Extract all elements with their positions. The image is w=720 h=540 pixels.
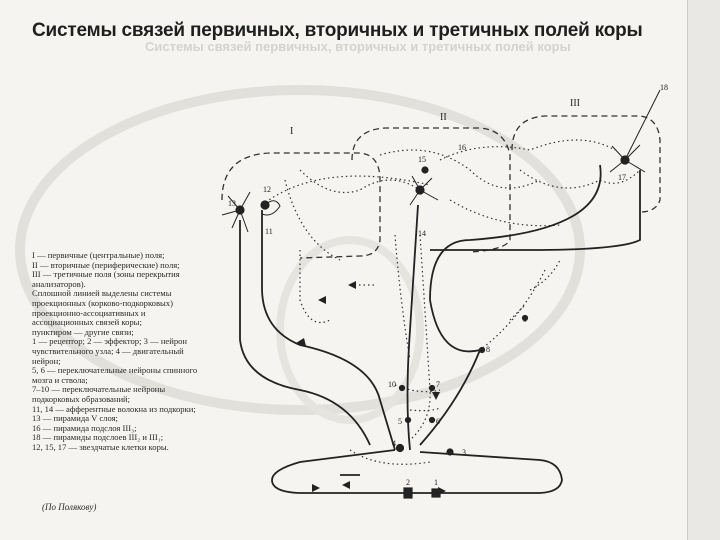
legend-line: 7–10 — переключательные нейроны [32,384,166,395]
legend-line: чувствительного узла; 4 — двигательный [32,345,184,356]
label-17: 17 [618,173,626,182]
dotted-link-I-II [261,175,431,206]
projection-path-II [406,204,419,451]
source-citation: (По Полякову) [42,502,97,512]
label-16: 16 [458,143,466,152]
legend-line: 13 — пирамида V слоя; [32,413,118,424]
label-1: 1 [434,478,438,487]
label-11: 11 [265,227,273,236]
legend-line: 12, 15, 17 — звездчатые клетки коры. [32,441,169,452]
legend-line: III — третичные поля (зоны перекрытия [32,269,180,280]
label-3: 3 [462,448,466,457]
label-10: 10 [388,380,396,389]
legend-line: подкорковых образований; [32,393,131,404]
legend-line: 18 — пирамиды подслоев III₂ и III₁; [32,432,164,443]
legend-line: I — первичные (центральные) поля; [32,250,165,260]
cell-5 [404,416,412,424]
legend-line: проекционных (корково-подкорковых) [32,297,173,308]
legend-line: 5, 6 — переключательные нейроны спинного [32,365,198,376]
legend-line: 1 — рецептор; 2 — эффектор; 3 — нейрон [32,336,188,347]
cell-9 [521,314,529,322]
dotted-descending-path [409,234,431,441]
cell-6 [428,416,436,424]
legend-line: анализаторов). [32,278,86,289]
label-14: 14 [418,229,426,238]
legend-line: пунктиром — другие связи; [32,326,134,337]
effector-2 [403,487,413,499]
zone-label-II: II [440,112,447,123]
cell-10 [398,384,406,392]
projection-path-I [261,210,396,451]
zone-label-III: III [570,98,580,109]
cell-3 [446,448,454,456]
zone-label-I: I [290,126,293,137]
label-9: 9 [523,315,527,324]
cell-8 [478,346,486,354]
label-8: 8 [486,345,490,354]
page-edge [687,0,720,540]
legend-line: проекционно-ассоциативных и [32,307,146,318]
label-4: 4 [392,439,396,448]
reflex-loop [271,449,563,494]
legend-line: нейрон; [32,355,61,366]
cell-16 [421,166,429,174]
field-III-outline [511,115,661,213]
field-II-outline [351,127,511,253]
legend-line: Сплошной линией выделены системы [32,288,172,299]
label-7: 7 [436,380,440,389]
label-2: 2 [406,478,410,487]
receptor-1 [431,488,441,498]
field-I-outline [221,152,381,259]
legend-line: 16 — пирамида подслоя III₃; [32,422,137,433]
label-6: 6 [436,417,440,426]
label-12: 12 [263,185,271,194]
legend-line: ассоциационных связей коры; [32,317,142,328]
legend-line: мозга и ствола; [32,374,88,385]
legend-line: II — вторичные (периферические) поля; [32,259,180,270]
legend: I — первичные (центральные) поля; II — в… [32,250,224,452]
cell-4 [395,443,405,453]
label-15: 15 [418,155,426,164]
bleed-through-title: Системы связей первичных, вторичных и тр… [145,39,571,54]
label-18: 18 [660,83,668,92]
arrow-1 [348,281,356,289]
projection-path-III [430,170,641,251]
cell-7 [428,384,436,392]
brain-silhouette [15,85,585,415]
legend-line: 11, 14 — афферентные волокна из подкорки… [32,403,196,414]
label-5: 5 [398,417,402,426]
label-13: 13 [228,199,236,208]
page-title: Системы связей первичных, вторичных и тр… [32,20,643,41]
